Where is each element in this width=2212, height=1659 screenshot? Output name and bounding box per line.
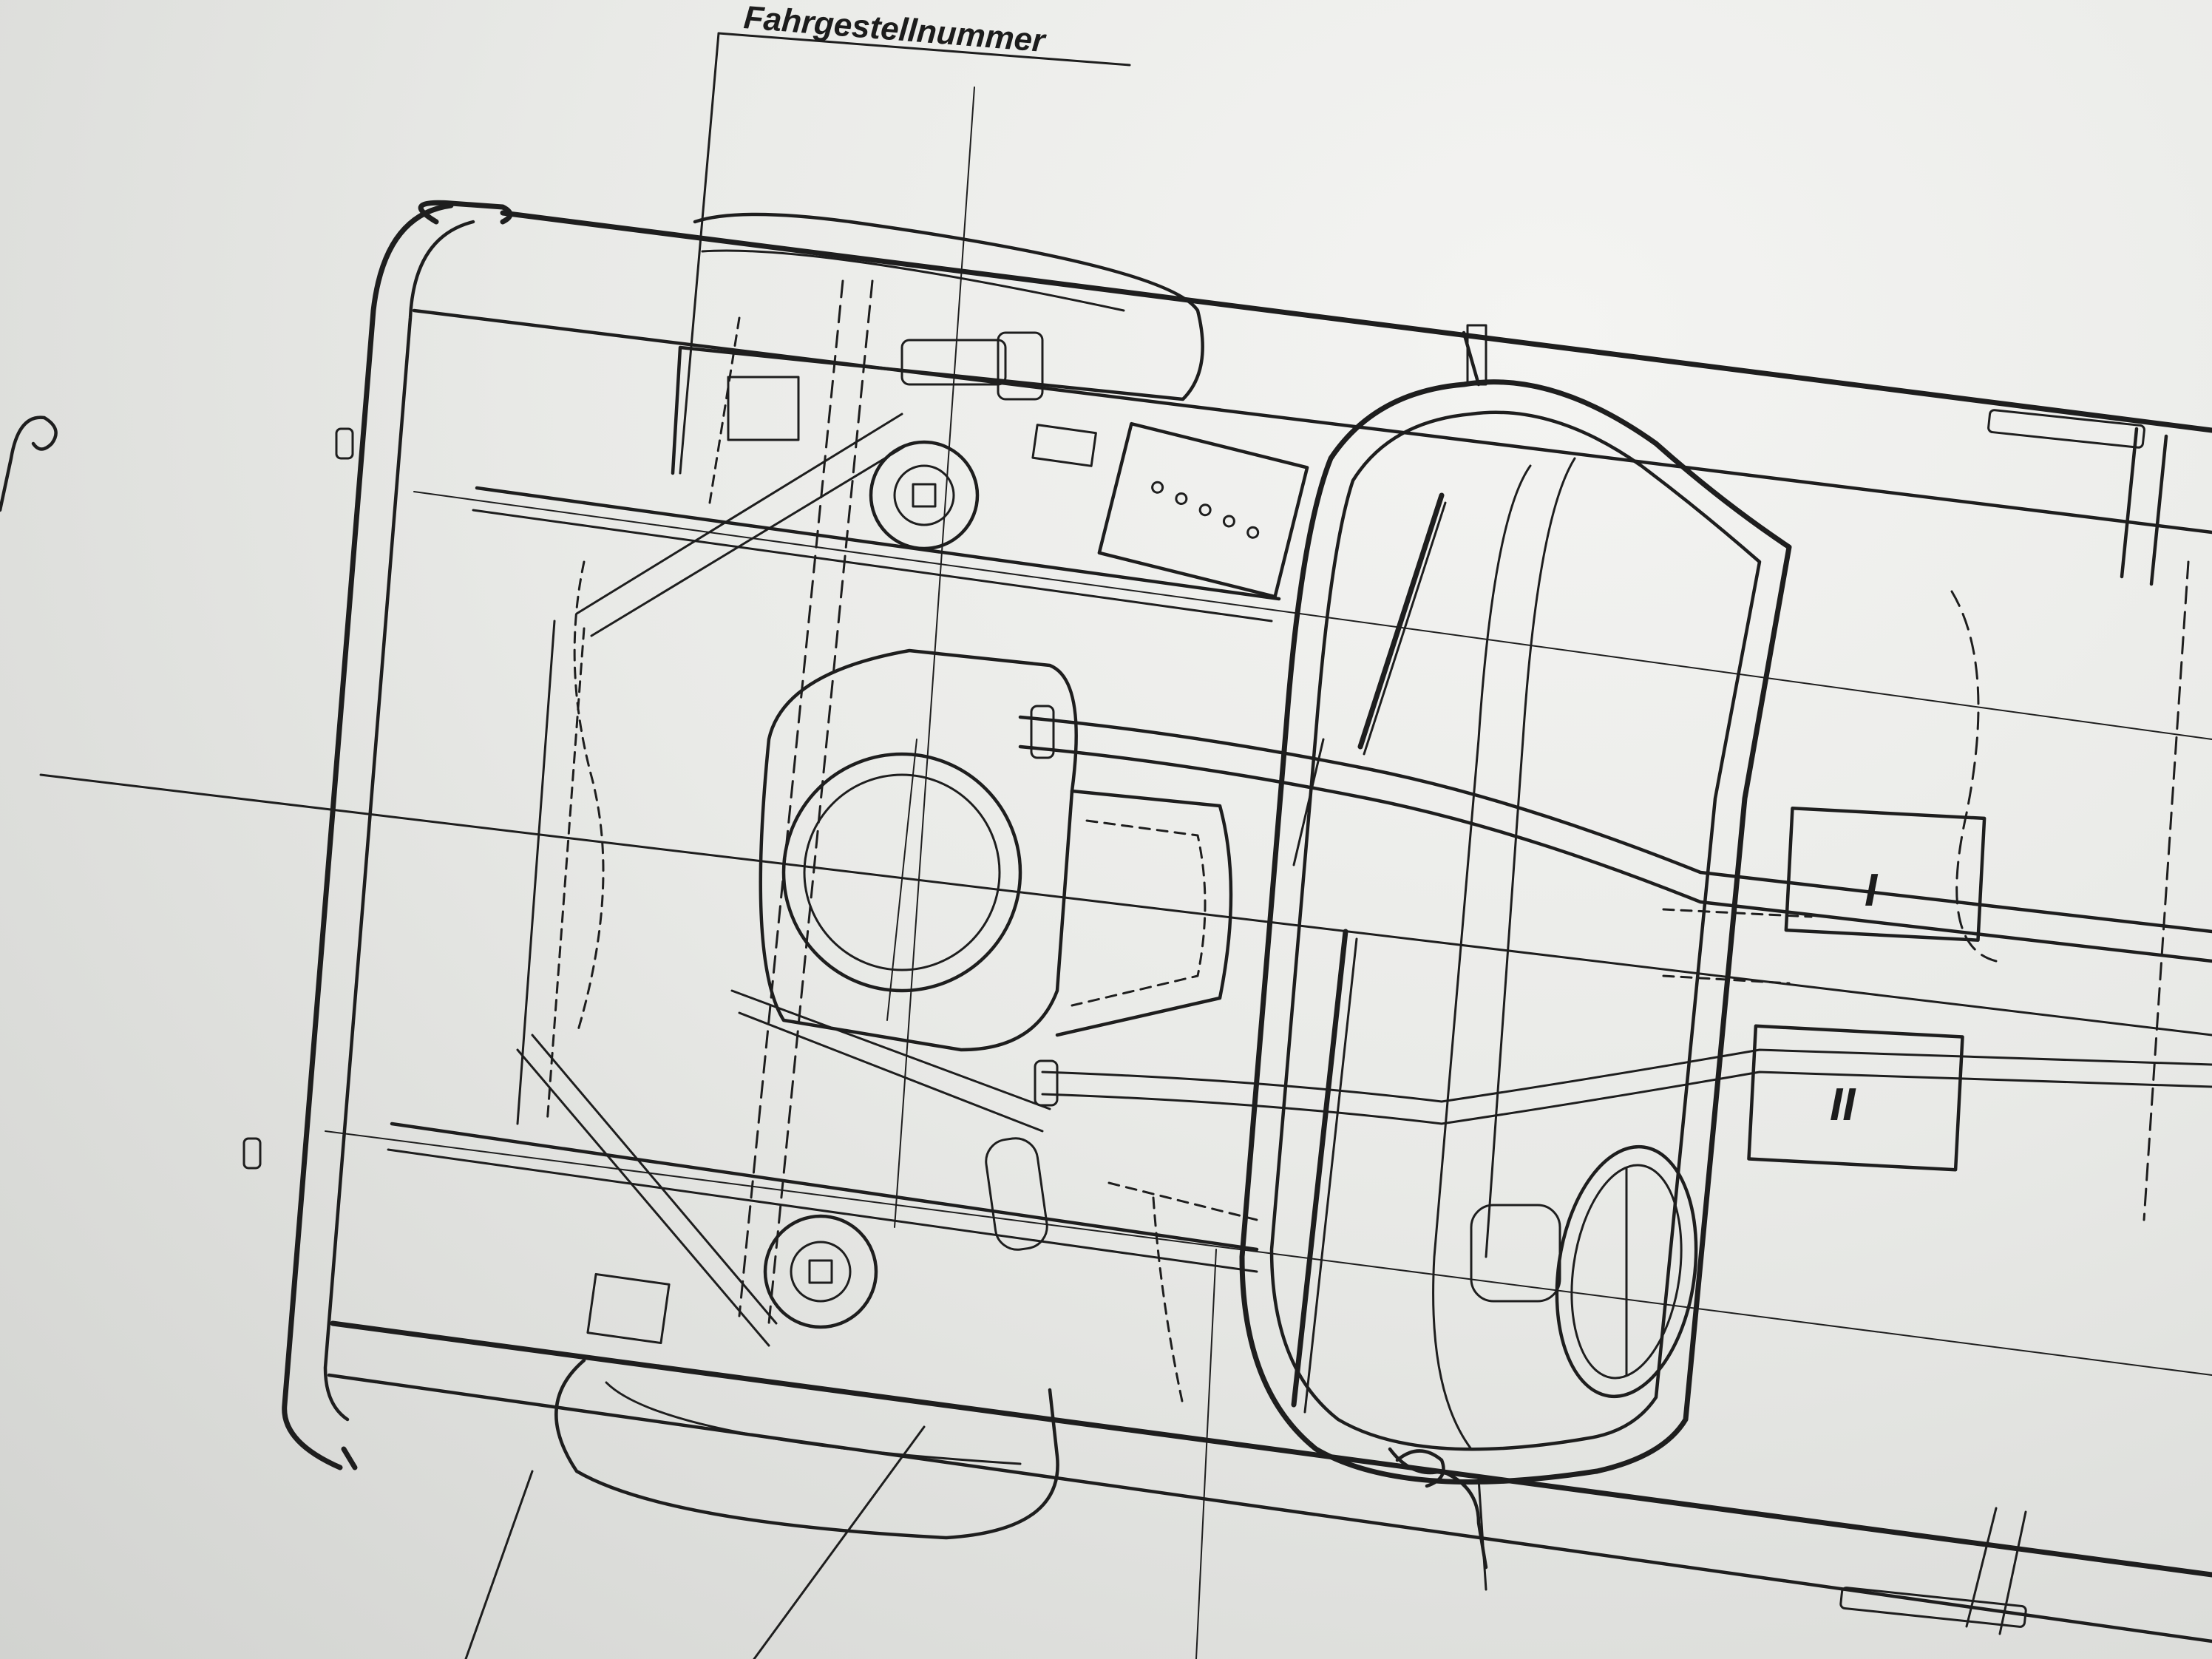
reference-lines bbox=[39, 491, 2212, 1659]
body-outline bbox=[242, 200, 2212, 1643]
propshaft-tunnel bbox=[1018, 705, 2212, 1125]
windscreen-frame bbox=[1239, 379, 1792, 1485]
hidden-lines bbox=[573, 316, 1813, 1406]
steering-wheel bbox=[1470, 1144, 1698, 1399]
chassis-number-leader bbox=[679, 32, 1131, 1228]
compartment-one: I bbox=[1784, 590, 1998, 963]
suspension-links bbox=[516, 413, 1051, 1347]
battery-box bbox=[1097, 421, 1309, 599]
front-left-hub bbox=[869, 331, 1044, 551]
margin-curl bbox=[0, 415, 58, 512]
compartment-two-label: II bbox=[1830, 1079, 1856, 1130]
side-mirror bbox=[1388, 1447, 1488, 1591]
wheel-arch-front-left bbox=[671, 212, 1204, 475]
chassis-number-label: Fahrgestellnummer bbox=[742, 0, 1048, 59]
wiper-blades bbox=[1291, 492, 1447, 1414]
cab-rear-structure bbox=[1462, 324, 2190, 1635]
compartment-one-label: I bbox=[1865, 865, 1879, 916]
front-right-hub bbox=[763, 1137, 1048, 1329]
wheel-arch-front-right bbox=[554, 1272, 1059, 1540]
engine-block bbox=[759, 648, 1233, 1052]
compartment-two: II bbox=[1747, 1024, 1964, 1172]
frame-rails bbox=[387, 279, 1281, 1325]
